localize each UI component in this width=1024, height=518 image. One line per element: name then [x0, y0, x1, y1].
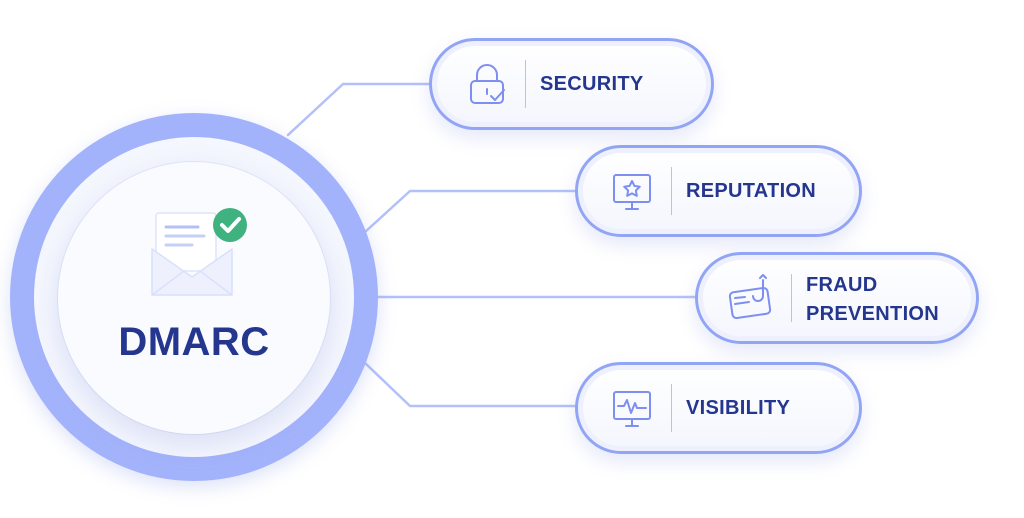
- benefit-label-visibility: VISIBILITY: [686, 397, 791, 419]
- benefit-label-reputation: REPUTATION: [686, 180, 817, 202]
- envelope-check-icon: [151, 208, 247, 296]
- connector-security: [286, 82, 434, 137]
- pill-divider: [671, 167, 672, 215]
- lock-check-icon: [470, 64, 505, 104]
- connector-reputation: [363, 189, 580, 234]
- hub-title: DMARC: [118, 320, 270, 364]
- monitor-pulse-icon: [613, 391, 651, 427]
- pill-divider: [525, 60, 526, 108]
- dmarc-hub: [58, 162, 330, 434]
- benefit-label-fraud-line-1: FRAUD: [806, 274, 878, 296]
- pill-divider: [791, 274, 792, 322]
- benefit-reputation: REPUTATION: [575, 145, 862, 237]
- monitor-star-icon: [613, 174, 651, 210]
- benefit-security: SECURITY: [429, 38, 714, 130]
- benefit-fraud-prevention: FRAUD PREVENTION: [695, 252, 979, 344]
- benefit-visibility: VISIBILITY: [575, 362, 862, 454]
- benefit-label-fraud-line-2: PREVENTION: [806, 303, 940, 325]
- benefit-label-security: SECURITY: [540, 73, 644, 95]
- connector-visibility: [363, 361, 580, 408]
- card-hook-icon: [728, 274, 772, 320]
- pill-divider: [671, 384, 672, 432]
